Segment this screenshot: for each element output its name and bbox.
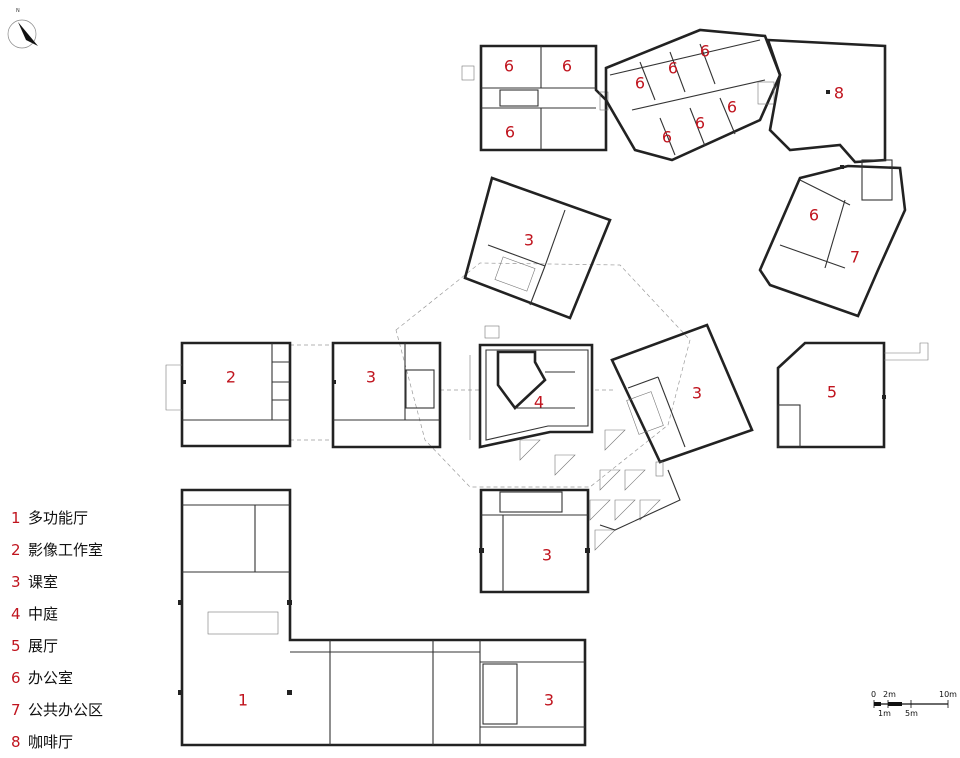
building-classroom-rotated-north [463,176,612,320]
legend-label: 咖啡厅 [28,733,73,751]
building-atrium [469,325,594,449]
legend-number: 7 [11,701,21,719]
building-studio [165,341,292,448]
building-multipurpose [180,488,587,747]
room-label-office: 6 [662,128,672,147]
room-label-office: 6 [635,74,645,93]
room-label-office: 6 [668,59,678,78]
structural-columns [178,90,886,695]
scale-tick-label: 1m [878,709,891,718]
room-label-office: 6 [562,57,572,76]
building-classroom-rotated-east [610,323,754,477]
room-label-office: 6 [504,57,514,76]
legend-label: 公共办公区 [28,701,103,719]
building-classroom-west [331,341,442,449]
room-label-atrium: 4 [534,393,544,412]
building-classroom-center [479,488,590,594]
room-label-multipurpose: 1 [238,691,248,710]
room-labels: 6 6 6 6 6 6 6 6 6 8 6 7 3 2 3 4 3 5 3 1 … [226,42,860,710]
room-label-classroom: 3 [542,546,552,565]
room-label-cafe: 8 [834,84,844,103]
skylight-pattern [519,429,681,551]
room-label-exhibition: 5 [827,383,837,402]
scale-tick-label: 2m [883,690,896,699]
north-arrow-icon: N [7,8,38,49]
room-label-office: 6 [809,206,819,225]
legend-number: 3 [11,573,21,591]
legend-label: 办公室 [28,669,73,687]
room-label-classroom: 3 [524,231,534,250]
legend-item: 1 多功能厅 [11,509,88,527]
legend-number: 2 [11,541,21,559]
scale-bar: 0 2m 10m 1m 5m [871,690,957,718]
room-label-studio: 2 [226,368,236,387]
building-offices-north [604,28,782,162]
legend-label: 展厅 [28,637,58,655]
legend-label: 多功能厅 [28,509,88,527]
building-exhibition [776,341,929,449]
room-label-classroom: 3 [692,384,702,403]
scale-tick-label: 0 [871,690,876,699]
building-cafe-east [758,38,907,318]
room-label-office: 6 [505,123,515,142]
legend-number: 8 [11,733,21,751]
legend-number: 1 [11,509,21,527]
legend-item: 2 影像工作室 [11,541,103,559]
room-label-office: 6 [700,42,710,61]
room-label-office: 6 [695,114,705,133]
building-offices-west [461,44,609,152]
legend-number: 5 [11,637,21,655]
legend-label: 课室 [28,573,58,591]
legend-label: 影像工作室 [28,541,103,559]
legend-item: 4 中庭 [11,605,58,623]
legend-item: 6 办公室 [11,669,73,687]
legend-item: 8 咖啡厅 [11,733,73,751]
legend-item: 5 展厅 [11,637,58,655]
room-label-open-office: 7 [850,248,860,267]
legend-item: 3 课室 [11,573,58,591]
legend-number: 4 [11,605,21,623]
legend: 1 多功能厅 2 影像工作室 3 课室 4 中庭 5 展厅 6 办公室 7 公共… [11,509,103,751]
north-letter: N [16,8,20,14]
scale-tick-label: 5m [905,709,918,718]
legend-label: 中庭 [28,605,58,623]
room-label-office: 6 [727,98,737,117]
legend-item: 7 公共办公区 [11,701,103,719]
room-label-classroom: 3 [366,368,376,387]
legend-number: 6 [11,669,21,687]
scale-tick-label: 10m [939,690,957,699]
room-label-classroom: 3 [544,691,554,710]
